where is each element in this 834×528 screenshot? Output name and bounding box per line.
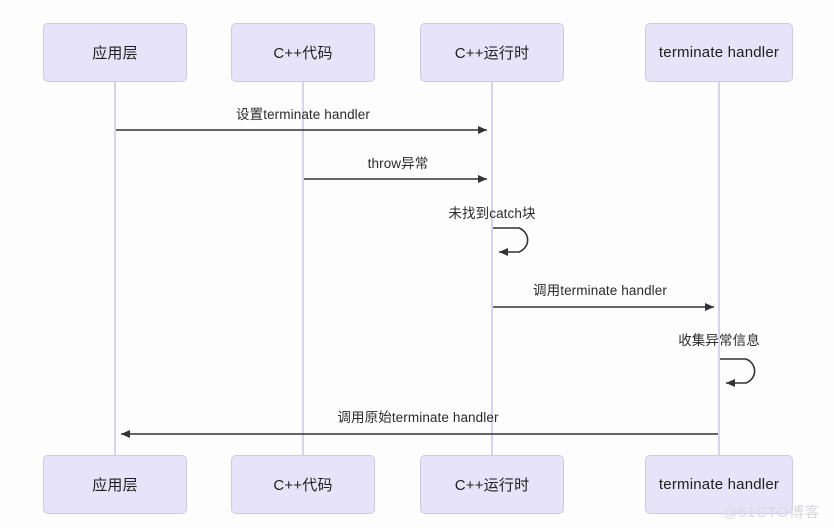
participant-top-cppcode[interactable]: C++代码 [231, 23, 375, 82]
message-label-1: 设置terminate handler [236, 107, 370, 122]
arrow-msg-5-self [720, 358, 756, 387]
participant-label: C++代码 [273, 45, 333, 62]
arrow-msg-3-self [493, 227, 529, 256]
watermark: @51CTO博客 [722, 504, 820, 521]
participant-label: C++代码 [273, 477, 333, 494]
lifeline-handler [718, 82, 720, 455]
message-label-2: throw异常 [367, 156, 429, 171]
participant-top-app[interactable]: 应用层 [43, 23, 187, 82]
participant-top-handler[interactable]: terminate handler [645, 23, 793, 82]
participant-bottom-cppruntime[interactable]: C++运行时 [420, 455, 564, 514]
participant-label: C++运行时 [454, 45, 530, 62]
lifeline-cppruntime [491, 82, 493, 455]
message-label-4: 调用terminate handler [533, 283, 667, 298]
message-label-3: 未找到catch块 [448, 206, 536, 221]
participant-label: 应用层 [92, 477, 138, 494]
participant-bottom-app[interactable]: 应用层 [43, 455, 187, 514]
participant-label: 应用层 [92, 45, 138, 62]
participant-label: terminate handler [658, 44, 780, 61]
participant-label: C++运行时 [454, 477, 530, 494]
message-label-6: 调用原始terminate handler [337, 410, 499, 425]
message-label-5: 收集异常信息 [678, 333, 760, 348]
participant-bottom-handler[interactable]: terminate handler [645, 455, 793, 514]
lifeline-app [114, 82, 116, 455]
participant-bottom-cppcode[interactable]: C++代码 [231, 455, 375, 514]
lifeline-cppcode [302, 82, 304, 455]
participant-label: terminate handler [658, 476, 780, 493]
participant-top-cppruntime[interactable]: C++运行时 [420, 23, 564, 82]
